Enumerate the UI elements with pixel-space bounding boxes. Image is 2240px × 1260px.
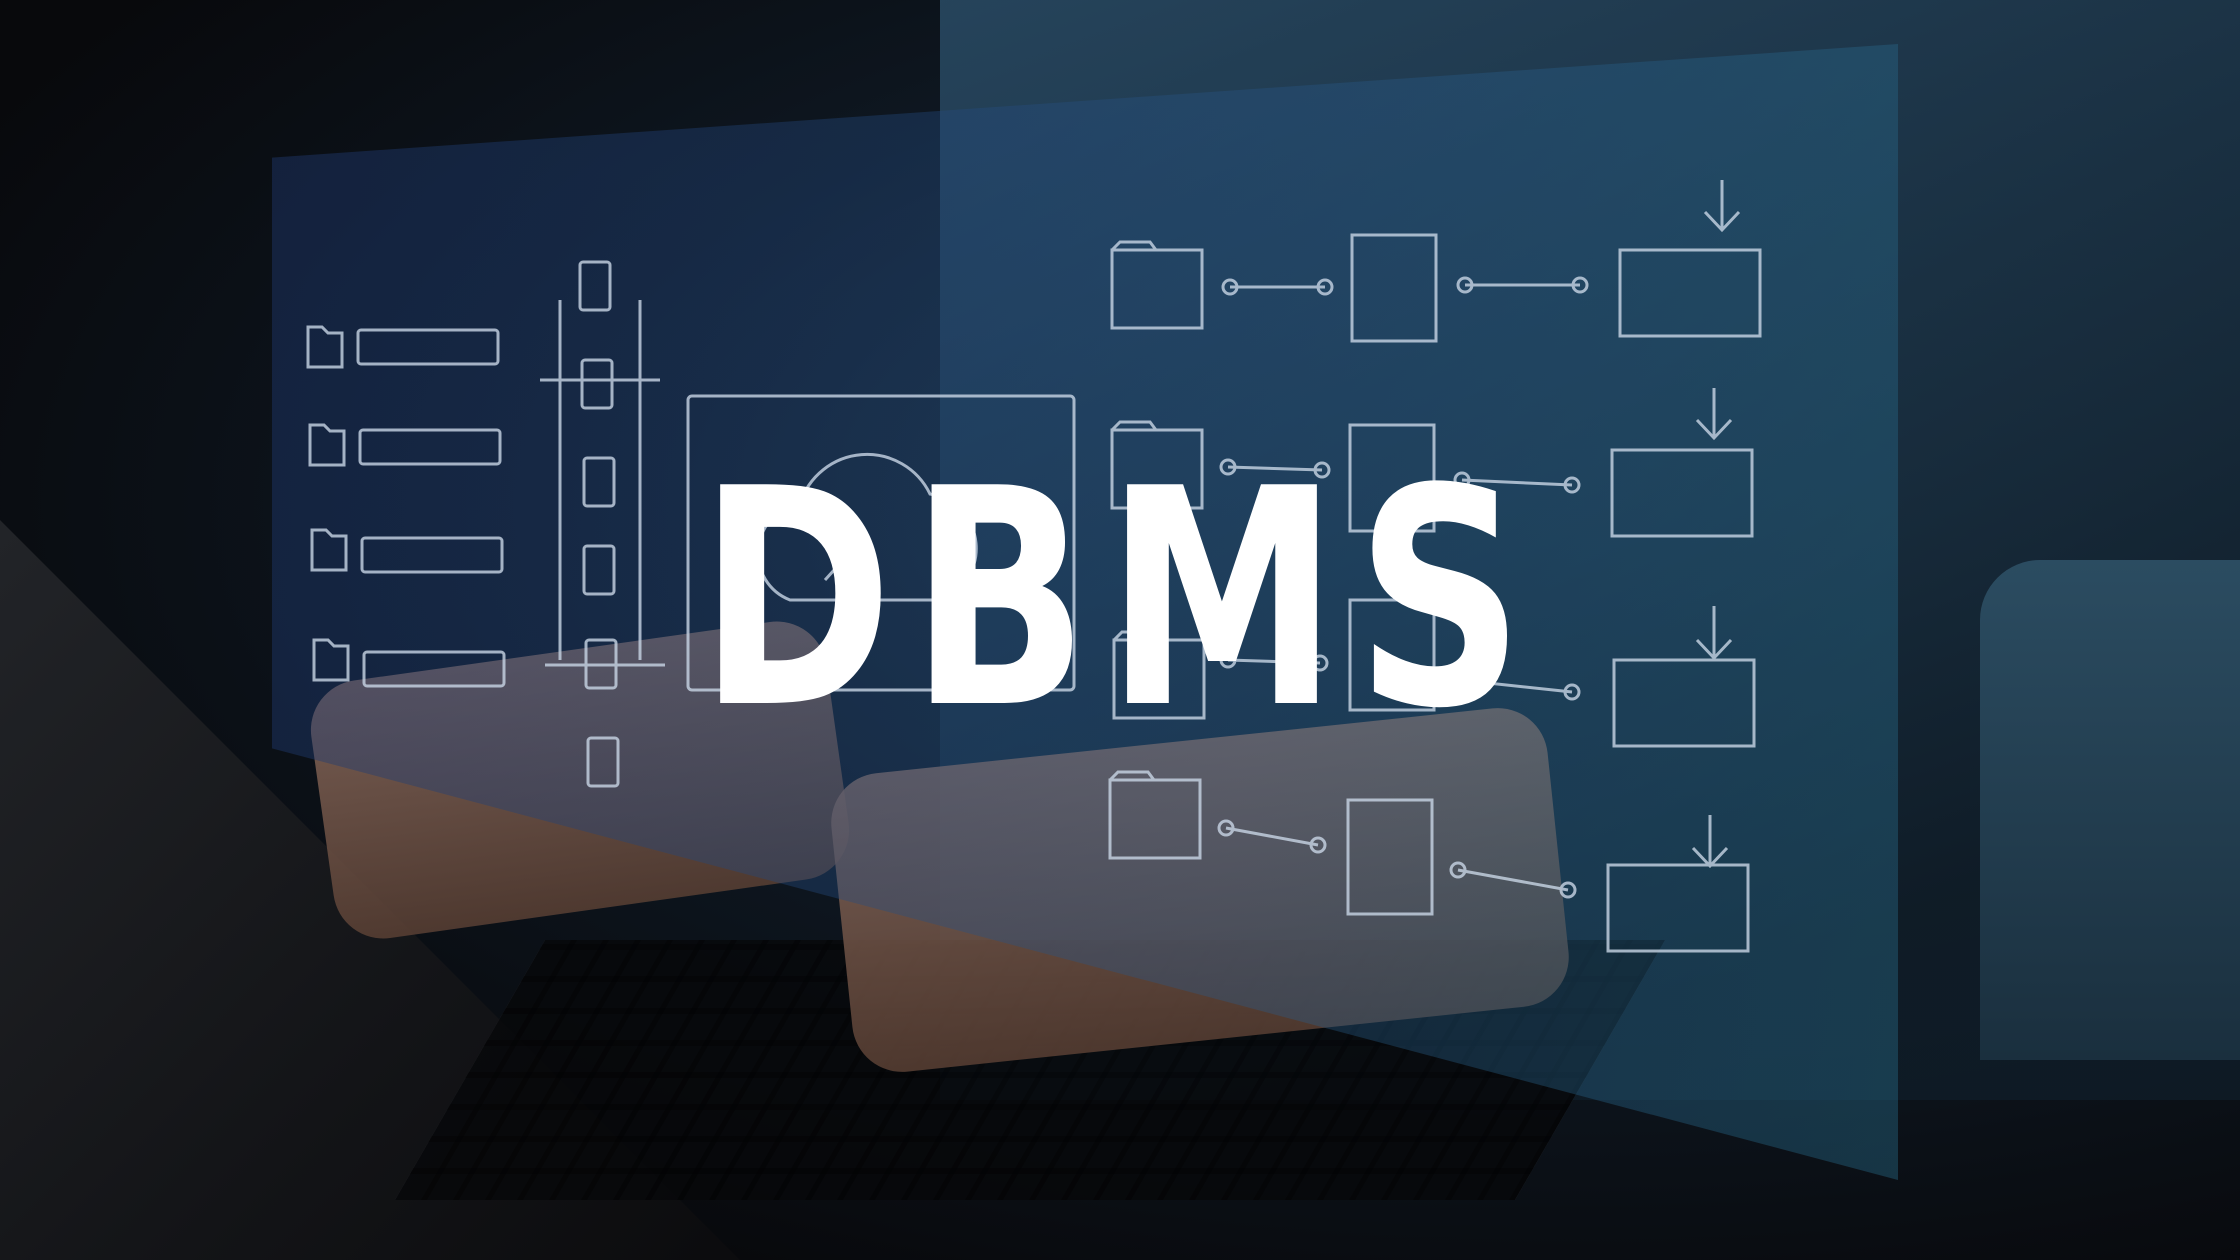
folder-icon xyxy=(306,325,500,369)
document-icon xyxy=(582,456,616,508)
flow-row xyxy=(1112,598,1756,748)
flow-row xyxy=(1108,770,1750,953)
flow-row xyxy=(1110,180,1762,343)
folder-icon xyxy=(310,528,504,574)
shirt-sleeve xyxy=(1980,560,2240,1060)
folder-icon xyxy=(312,638,506,688)
document-icon xyxy=(580,358,614,410)
flow-row xyxy=(1110,388,1754,538)
document-icon xyxy=(584,638,618,690)
document-icon xyxy=(586,736,620,788)
dbms-title: DBMS xyxy=(698,425,1542,774)
cloud-upload-icon xyxy=(686,394,1076,692)
document-icon xyxy=(578,260,612,312)
folder-list xyxy=(306,325,506,688)
document-tree xyxy=(540,260,665,788)
document-icon xyxy=(582,544,616,596)
folder-icon xyxy=(308,423,502,467)
